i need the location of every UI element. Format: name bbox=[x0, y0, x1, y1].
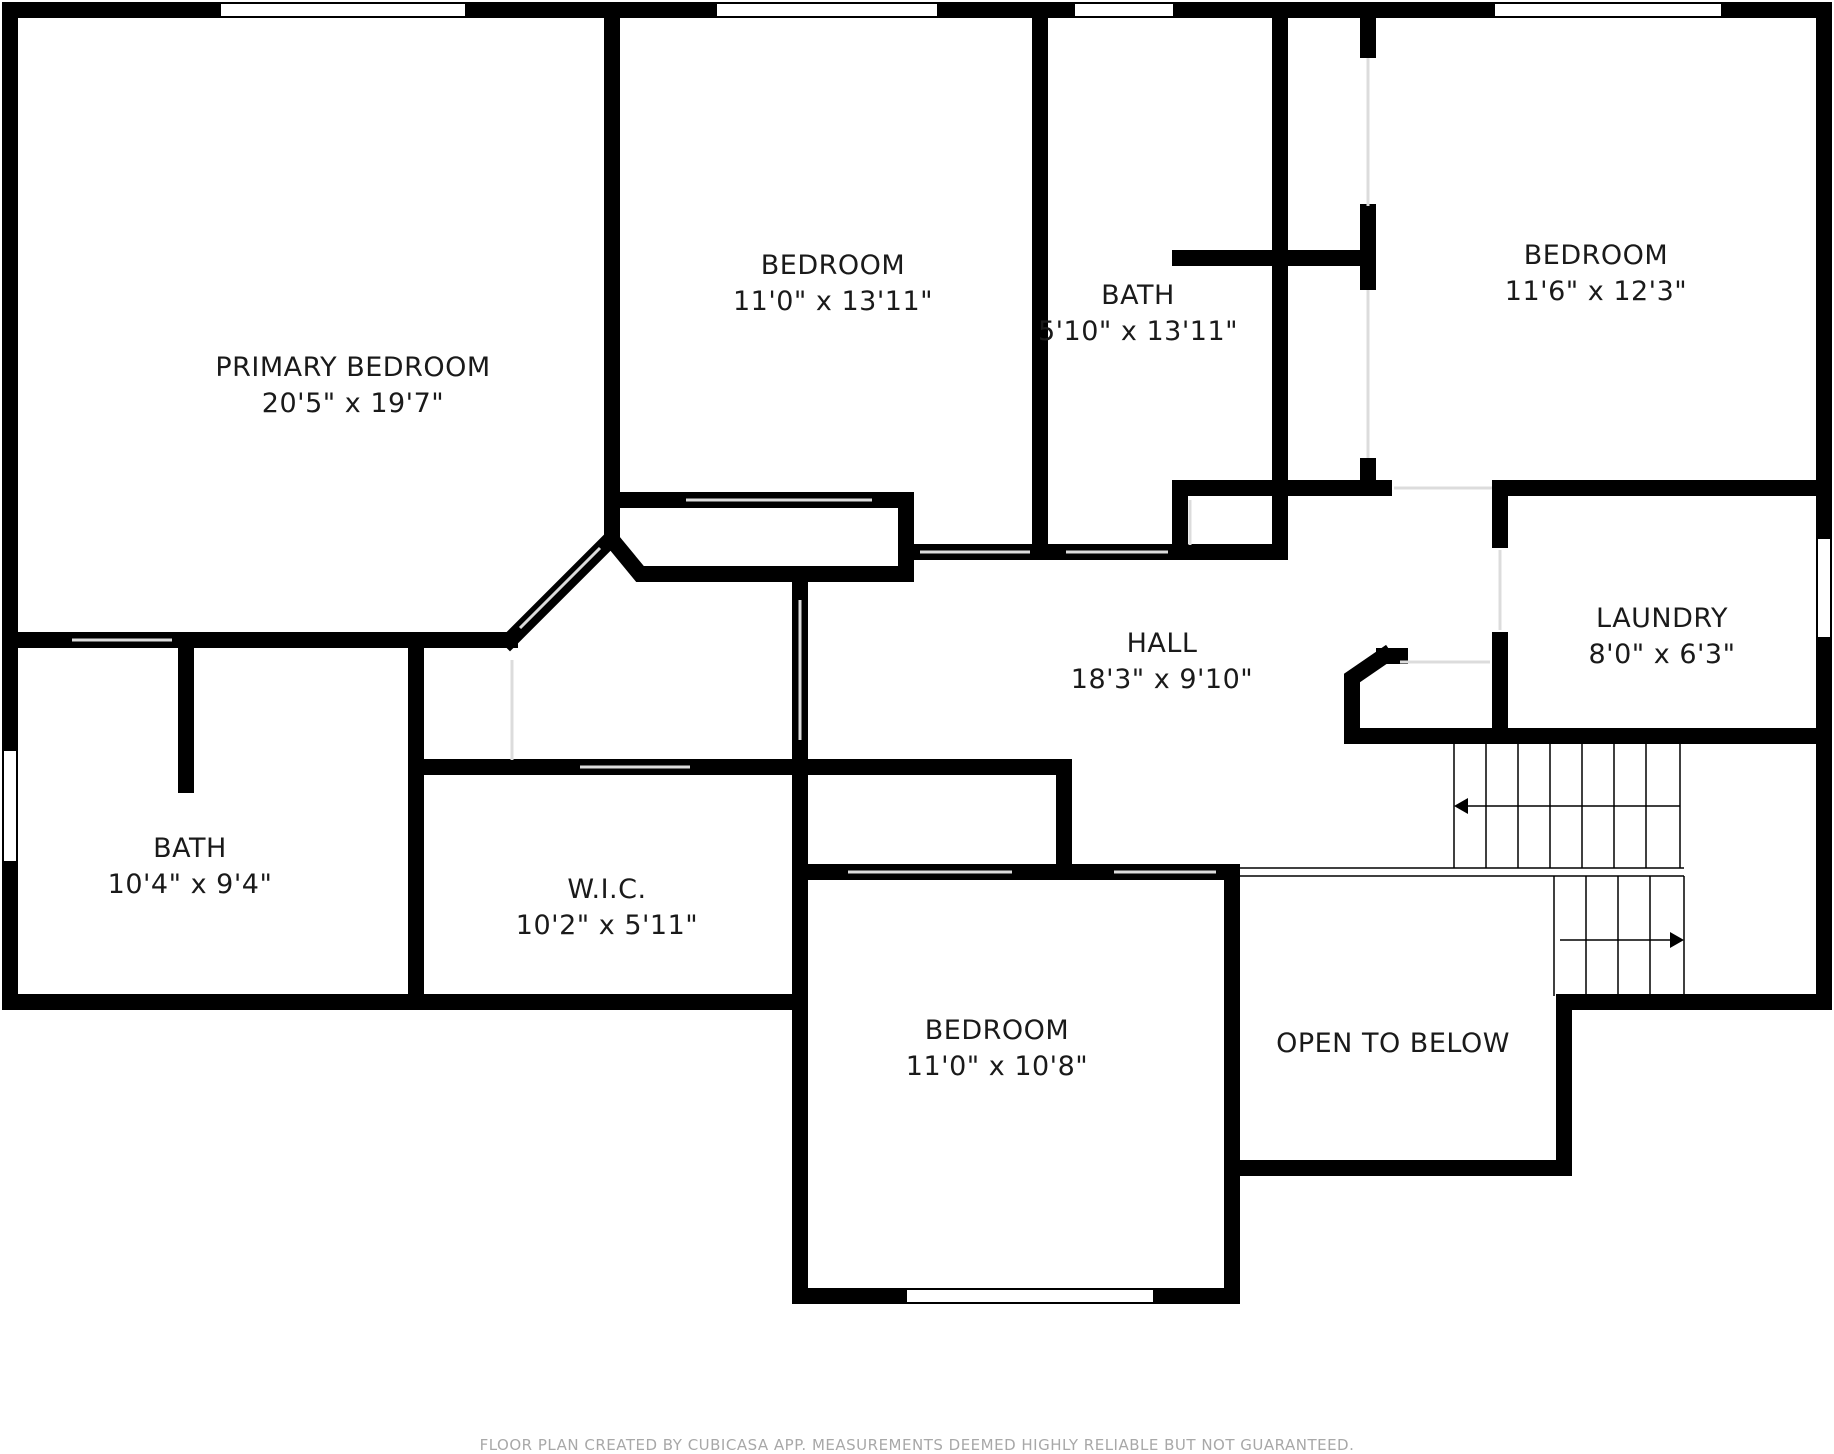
room-label-open-to-below: OPEN TO BELOW bbox=[1276, 1026, 1510, 1062]
window-bedroom3 bbox=[1493, 2, 1723, 18]
window-bath-left bbox=[2, 749, 18, 863]
openings bbox=[72, 58, 1502, 874]
room-name: W.I.C. bbox=[567, 874, 647, 905]
room-name: BEDROOM bbox=[760, 250, 906, 281]
room-size: 18'3" x 9'10" bbox=[1070, 663, 1254, 695]
window-laundry bbox=[1816, 537, 1832, 639]
room-label-bedroom-3: BEDROOM 11'6" x 12'3" bbox=[1505, 238, 1687, 309]
room-size: 10'4" x 9'4" bbox=[107, 868, 273, 900]
room-name: LAUNDRY bbox=[1596, 603, 1728, 634]
room-name: OPEN TO BELOW bbox=[1276, 1028, 1510, 1059]
room-size: 11'0" x 10'8" bbox=[905, 1050, 1089, 1082]
opening-primary-diag bbox=[518, 546, 602, 630]
footer-disclaimer: FLOOR PLAN CREATED BY CUBICASA APP. MEAS… bbox=[479, 1436, 1355, 1454]
room-size: 10'2" x 5'11" bbox=[515, 909, 699, 941]
room-name: HALL bbox=[1126, 628, 1198, 659]
room-label-hall: HALL 18'3" x 9'10" bbox=[1071, 626, 1253, 697]
room-name: BATH bbox=[153, 833, 227, 864]
room-name: BEDROOM bbox=[924, 1015, 1070, 1046]
room-size: 20'5" x 19'7" bbox=[261, 387, 445, 419]
room-size: 11'0" x 13'11" bbox=[732, 285, 934, 317]
room-label-bath-primary: BATH 10'4" x 9'4" bbox=[108, 831, 273, 902]
room-label-wic: W.I.C. 10'2" x 5'11" bbox=[516, 872, 698, 943]
room-size: 8'0" x 6'3" bbox=[1588, 638, 1736, 670]
room-label-bedroom-4: BEDROOM 11'0" x 10'8" bbox=[906, 1013, 1088, 1084]
room-name: BEDROOM bbox=[1523, 240, 1669, 271]
room-label-bedroom-2: BEDROOM 11'0" x 13'11" bbox=[733, 248, 933, 319]
room-label-primary-bedroom: PRIMARY BEDROOM 20'5" x 19'7" bbox=[215, 350, 490, 421]
room-name: BATH bbox=[1101, 280, 1175, 311]
room-size: 5'10" x 13'11" bbox=[1037, 315, 1239, 347]
window-bedroom4 bbox=[905, 1288, 1155, 1304]
walls bbox=[2, 2, 1832, 1304]
room-name: PRIMARY BEDROOM bbox=[215, 352, 491, 383]
room-size: 11'6" x 12'3" bbox=[1504, 275, 1688, 307]
stair-arrows bbox=[1454, 798, 1684, 948]
stairs bbox=[1238, 744, 1685, 996]
window-bath bbox=[1073, 2, 1175, 18]
window-bedroom2 bbox=[715, 2, 939, 18]
window-primary bbox=[219, 2, 467, 18]
wall-closet-bedroom2 bbox=[600, 492, 914, 582]
room-label-bath-hall: BATH 5'10" x 13'11" bbox=[1038, 278, 1238, 349]
wall-hall-bump bbox=[1344, 644, 1396, 744]
room-label-laundry: LAUNDRY 8'0" x 6'3" bbox=[1588, 601, 1735, 672]
windows bbox=[2, 2, 1832, 1304]
